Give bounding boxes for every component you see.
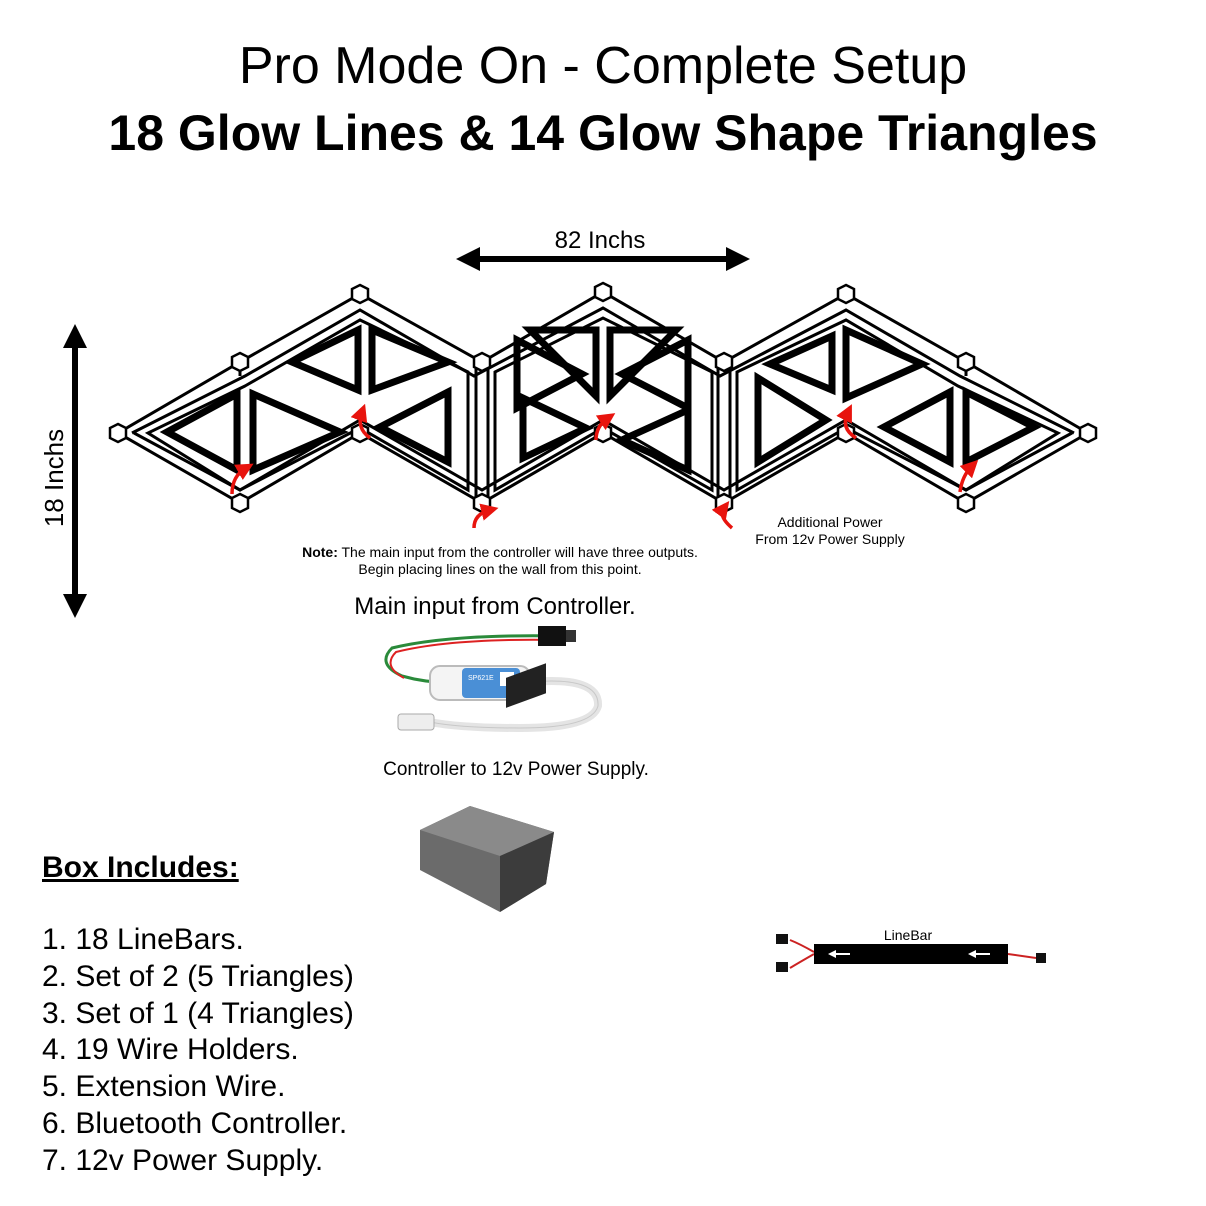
- connector-node: [956, 492, 976, 514]
- power-input-arrows: [230, 403, 979, 530]
- outer-frame: [117, 290, 1089, 435]
- triangle: [876, 386, 954, 468]
- connector-node: [1078, 422, 1098, 444]
- box-includes-heading: Box Includes:: [42, 851, 239, 884]
- width-label: 82 Inchs: [554, 227, 646, 254]
- red-arrow: [230, 463, 254, 495]
- connector-node: [230, 351, 250, 373]
- triangle: [962, 386, 1042, 468]
- triangle: [159, 388, 241, 476]
- connector-node: [108, 422, 128, 444]
- triangle: [368, 324, 458, 396]
- red-arrow: [958, 459, 979, 493]
- list-item: 7. 12v Power Supply.: [42, 1143, 324, 1177]
- list-item: 4. 19 Wire Holders.: [42, 1033, 299, 1067]
- page-subtitle: 18 Glow Lines & 14 Glow Shape Triangles: [108, 105, 1098, 161]
- connector-node: [593, 281, 613, 303]
- linebar-label: LineBar: [883, 927, 933, 943]
- note-line2: Begin placing lines on the wall from thi…: [358, 561, 642, 577]
- dc-jack: [397, 713, 435, 731]
- triangle: [521, 326, 600, 405]
- power-supply-image: [420, 663, 554, 912]
- red-arrow: [472, 503, 499, 529]
- connector-nodes: [108, 281, 1098, 514]
- note-text: Note: The main input from the controller…: [240, 544, 760, 578]
- list-item: 2. Set of 2 (5 Triangles): [42, 959, 354, 993]
- note-prefix: Note:: [302, 544, 338, 560]
- controller-caption: Main input from Controller.: [354, 593, 636, 620]
- connector-plug: [538, 626, 566, 646]
- triangle: [754, 371, 833, 469]
- red-arrow: [711, 500, 734, 530]
- connector-node: [230, 492, 250, 514]
- glow-shape-triangles: [159, 324, 1042, 476]
- triangle: [249, 388, 349, 476]
- triangle: [513, 334, 590, 414]
- controller-model-text: SP621E: [468, 675, 494, 682]
- outer-frame-inner-edge: [131, 306, 1075, 435]
- linebar-body: [814, 944, 1008, 964]
- controller-image: SP621E: [384, 626, 602, 733]
- red-arrow: [350, 403, 372, 440]
- connector-node: [956, 351, 976, 373]
- triangle: [614, 334, 692, 414]
- list-item: 6. Bluetooth Controller.: [42, 1106, 348, 1140]
- triangle: [283, 324, 362, 396]
- triangle: [842, 324, 931, 404]
- list-item: 5. Extension Wire.: [42, 1070, 286, 1104]
- connector-node: [350, 422, 370, 444]
- height-label: 18 Inchs: [39, 428, 69, 528]
- connector-node: [836, 283, 856, 305]
- additional-power-line1: Additional Power: [777, 514, 883, 530]
- power-supply-caption: Controller to 12v Power Supply.: [383, 759, 649, 780]
- triangle: [519, 392, 595, 464]
- additional-power-label: Additional Power From 12v Power Supply: [740, 514, 920, 548]
- page-title: Pro Mode On - Complete Setup: [238, 37, 968, 95]
- connector-node: [350, 283, 370, 305]
- connector-node: [472, 351, 492, 373]
- red-arrow: [836, 404, 857, 440]
- connector-node: [836, 422, 856, 444]
- triangle: [613, 404, 692, 476]
- triangle: [761, 330, 836, 396]
- box-includes-list: 1. 18 LineBars. 2. Set of 2 (5 Triangles…: [42, 922, 354, 1180]
- red-arrow: [594, 413, 616, 441]
- note-line1: The main input from the controller will …: [337, 544, 698, 560]
- triangle: [372, 386, 452, 468]
- additional-power-line2: From 12v Power Supply: [755, 531, 905, 547]
- linebar-image: [776, 934, 1046, 972]
- list-item: 1. 18 LineBars.: [42, 923, 244, 956]
- list-item: 3. Set of 1 (4 Triangles): [42, 996, 354, 1030]
- connector-node: [714, 351, 734, 373]
